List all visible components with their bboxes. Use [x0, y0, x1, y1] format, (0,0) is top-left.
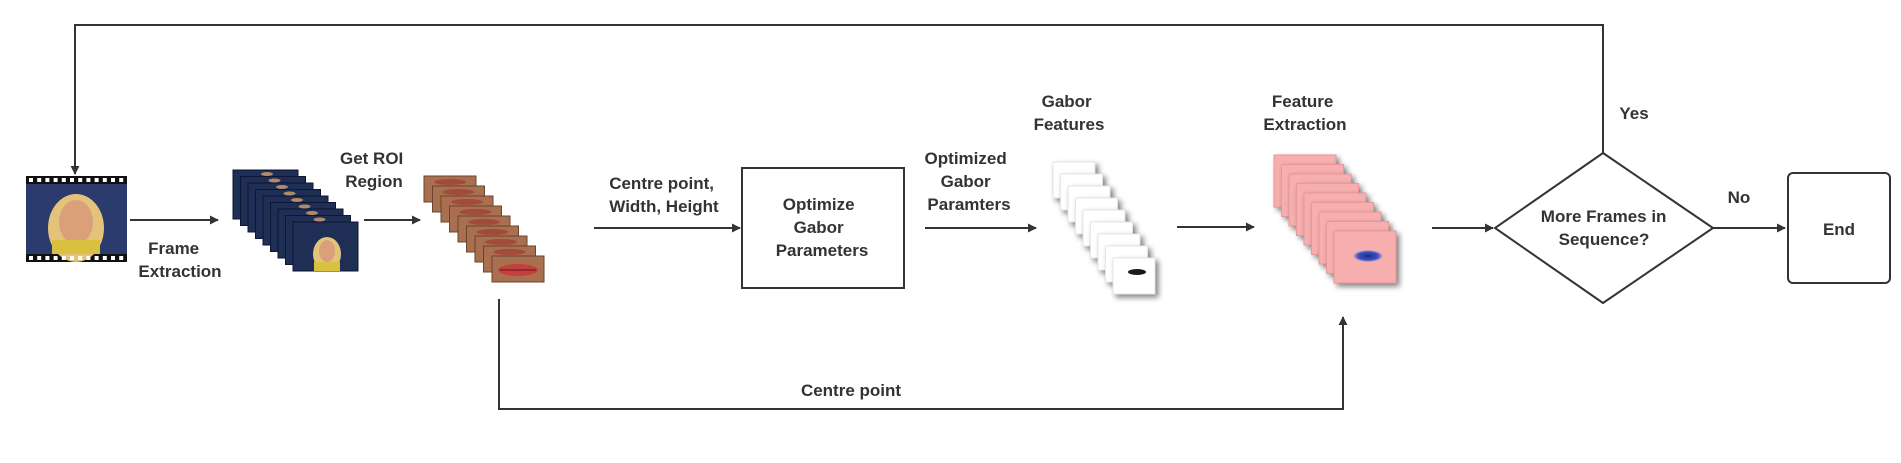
- label-feature-extraction: Feature Extraction: [1263, 92, 1346, 134]
- label-optimized-params: Optimized Gabor Paramters: [925, 149, 1012, 214]
- label-decision: More Frames in Sequence?: [1541, 207, 1671, 249]
- video-frame-image: [26, 176, 127, 262]
- label-centre-point: Centre point: [801, 381, 901, 400]
- label-yes: Yes: [1619, 104, 1648, 123]
- lip-roi-stack-image: [423, 175, 545, 283]
- label-frame-extraction: Frame Extraction: [138, 239, 221, 281]
- label-gabor-features: Gabor Features: [1034, 92, 1105, 134]
- label-no: No: [1728, 188, 1751, 207]
- optimize-gabor-box: [741, 167, 905, 289]
- label-end: End: [1823, 220, 1855, 239]
- frame-stack-image: [232, 169, 359, 272]
- end-box: [1787, 172, 1891, 284]
- film-sprockets: [29, 178, 124, 260]
- decision-diamond: [1493, 151, 1715, 305]
- loop-line: [70, 24, 1604, 175]
- label-optimize-gabor: Optimize Gabor Parameters: [776, 195, 869, 260]
- label-get-roi: Get ROI Region: [340, 149, 408, 191]
- centre-point-line: [498, 299, 1348, 410]
- gabor-features-stack-image: [1052, 161, 1156, 295]
- label-centre-width-height: Centre point, Width, Height: [609, 174, 719, 216]
- feature-extraction-stack-image: [1273, 154, 1397, 284]
